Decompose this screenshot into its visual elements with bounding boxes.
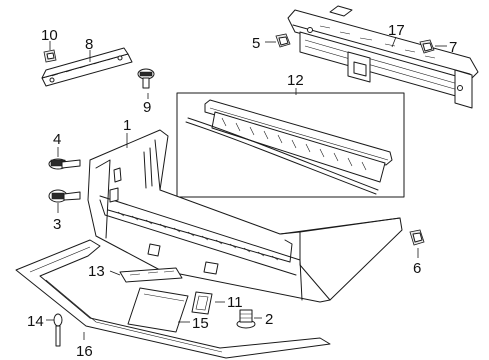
retainer-clip xyxy=(43,49,57,63)
callout-1: 1 xyxy=(123,117,131,134)
nut-clip-side xyxy=(409,229,425,246)
callout-labels: 10 8 9 4 3 1 12 5 7 17 6 13 11 2 15 16 1… xyxy=(27,22,457,360)
hitch-cover xyxy=(127,287,189,333)
impact-bar xyxy=(287,5,479,109)
callout-16: 16 xyxy=(76,343,93,360)
nut-clip-left xyxy=(275,33,291,48)
step-pad-assembly xyxy=(176,92,405,198)
bracket-bolt xyxy=(137,68,155,89)
lower-valance xyxy=(15,239,331,359)
callout-2: 2 xyxy=(265,311,273,328)
callout-5: 5 xyxy=(252,35,260,52)
cover-cap xyxy=(191,291,213,315)
callout-9: 9 xyxy=(143,99,151,116)
callout-7: 7 xyxy=(449,39,457,56)
callout-4: 4 xyxy=(53,131,61,148)
callout-15: 15 xyxy=(192,315,209,332)
callout-12: 12 xyxy=(287,72,304,89)
callout-3: 3 xyxy=(53,216,61,233)
callout-8: 8 xyxy=(85,36,93,53)
callout-13: 13 xyxy=(88,263,105,280)
leader-lines xyxy=(46,36,447,340)
license-lamp-bracket xyxy=(119,267,183,283)
callout-17: 17 xyxy=(388,22,405,39)
push-pin-clip xyxy=(236,309,256,329)
callout-6: 6 xyxy=(413,260,421,277)
bolt xyxy=(48,158,81,170)
callout-14: 14 xyxy=(27,313,44,330)
callout-11: 11 xyxy=(227,294,243,311)
mounting-bracket xyxy=(41,47,133,87)
bumper-cover xyxy=(87,129,403,303)
nut-clip-right xyxy=(419,39,435,54)
screw xyxy=(48,189,81,203)
callout-10: 10 xyxy=(41,27,58,44)
push-rivet xyxy=(53,313,63,347)
